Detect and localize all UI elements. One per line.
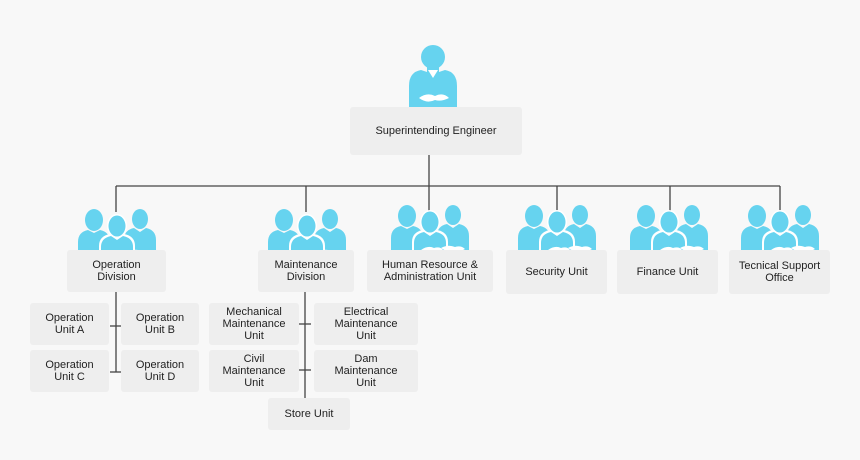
unit-label: Operation Unit D [135,359,185,383]
unit-box-operation-a: Operation Unit A [30,303,109,345]
division-box-technical-support: Tecnical Support Office [729,250,830,294]
division-box-security: Security Unit [506,250,607,294]
unit-box-electrical-maintenance: Electrical Maintenance Unit [314,303,418,345]
unit-label: Mechanical Maintenance Unit [222,306,286,342]
root-label: Superintending Engineer [375,125,497,137]
unit-box-operation-c: Operation Unit C [30,350,109,392]
unit-box-dam-maintenance: Dam Maintenance Unit [314,350,418,392]
unit-box-store: Store Unit [268,398,350,430]
unit-label: Operation Unit A [45,312,94,336]
unit-label: Operation Unit C [45,359,94,383]
division-box-operation: Operation Division [67,250,166,292]
unit-label: Dam Maintenance Unit [334,353,398,389]
division-box-finance: Finance Unit [617,250,718,294]
division-label: Tecnical Support Office [738,260,821,284]
unit-label: Civil Maintenance Unit [222,353,286,389]
division-label: Finance Unit [636,266,699,278]
unit-label: Store Unit [284,408,334,420]
root-box: Superintending Engineer [350,107,522,155]
division-label: Security Unit [525,266,588,278]
person-icon [409,45,457,114]
division-box-hr-admin: Human Resource & Administration Unit [367,250,493,292]
unit-label: Operation Unit B [135,312,185,336]
unit-box-civil-maintenance: Civil Maintenance Unit [209,350,299,392]
unit-label: Electrical Maintenance Unit [334,306,398,342]
unit-box-mechanical-maintenance: Mechanical Maintenance Unit [209,303,299,345]
unit-box-operation-d: Operation Unit D [121,350,199,392]
unit-box-operation-b: Operation Unit B [121,303,199,345]
division-label: Operation Division [92,259,141,283]
division-box-maintenance: Maintenance Division [258,250,354,292]
division-label: Maintenance Division [274,259,338,283]
division-label: Human Resource & Administration Unit [382,259,478,283]
